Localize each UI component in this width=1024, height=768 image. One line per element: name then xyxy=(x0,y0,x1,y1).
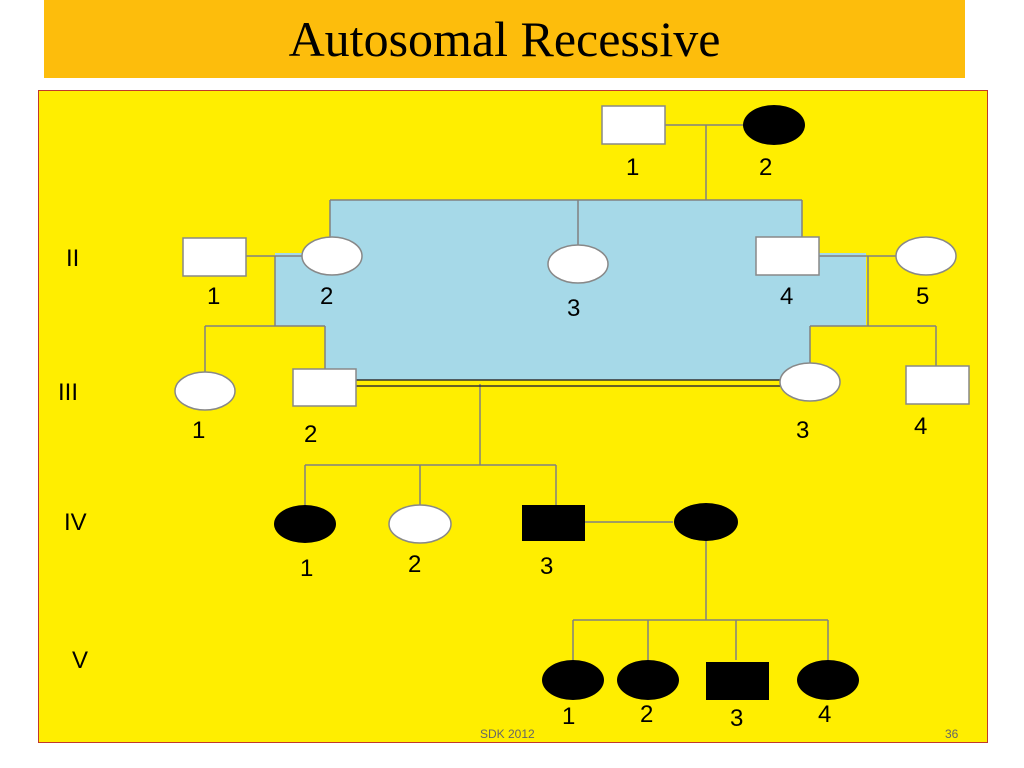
label-III-3: 3 xyxy=(796,417,809,444)
label-III-1: 1 xyxy=(192,417,205,444)
pedigree-lines xyxy=(204,124,937,660)
individual-III-4 xyxy=(905,365,970,405)
individual-IV-2 xyxy=(388,504,452,544)
generation-label-III: III xyxy=(58,379,78,406)
individual-V-1 xyxy=(542,660,604,700)
individual-III-1 xyxy=(174,371,236,411)
individual-V-4 xyxy=(797,660,859,700)
label-V-3: 3 xyxy=(730,705,743,732)
individual-I-1 xyxy=(601,105,666,145)
label-I-1: 1 xyxy=(626,154,639,181)
label-IV-2: 2 xyxy=(408,551,421,578)
individual-IV-1 xyxy=(274,505,336,543)
generation-label-V: V xyxy=(72,647,88,674)
pedigree-panel xyxy=(38,90,988,743)
individual-I-2 xyxy=(743,105,805,145)
label-II-4: 4 xyxy=(780,283,793,310)
label-V-4: 4 xyxy=(818,701,831,728)
slide-title: Autosomal Recessive xyxy=(288,11,721,67)
individual-V-3 xyxy=(706,662,769,700)
slide-number: 36 xyxy=(945,727,959,741)
label-IV-1: 1 xyxy=(300,555,313,582)
individual-II-2 xyxy=(301,236,363,276)
footer-credit: SDK 2012 xyxy=(480,727,535,741)
individual-IV-3 xyxy=(522,505,585,541)
label-II-3: 3 xyxy=(567,295,580,322)
label-II-1: 1 xyxy=(207,283,220,310)
label-I-2: 2 xyxy=(759,154,772,181)
individual-V-2 xyxy=(617,660,679,700)
label-V-1: 1 xyxy=(562,703,575,730)
generation-label-IV: IV xyxy=(64,509,87,536)
label-III-2: 2 xyxy=(304,421,317,448)
generation-label-II: II xyxy=(66,245,79,272)
individual-II-1 xyxy=(182,237,247,277)
highlight-region xyxy=(275,200,866,380)
individual-III-2 xyxy=(292,368,357,407)
individual-II-5 xyxy=(895,236,957,276)
consanguineous-mating-line xyxy=(356,379,780,387)
individual-II-4 xyxy=(755,236,820,276)
label-II-5: 5 xyxy=(916,283,929,310)
label-III-4: 4 xyxy=(914,413,927,440)
title-bar: Autosomal Recessive xyxy=(44,0,965,78)
individual-II-3 xyxy=(547,244,609,284)
label-V-2: 2 xyxy=(640,701,653,728)
individual-IV-spouse xyxy=(674,503,738,541)
label-II-2: 2 xyxy=(320,283,333,310)
individual-III-3 xyxy=(779,362,841,402)
label-IV-3: 3 xyxy=(540,553,553,580)
